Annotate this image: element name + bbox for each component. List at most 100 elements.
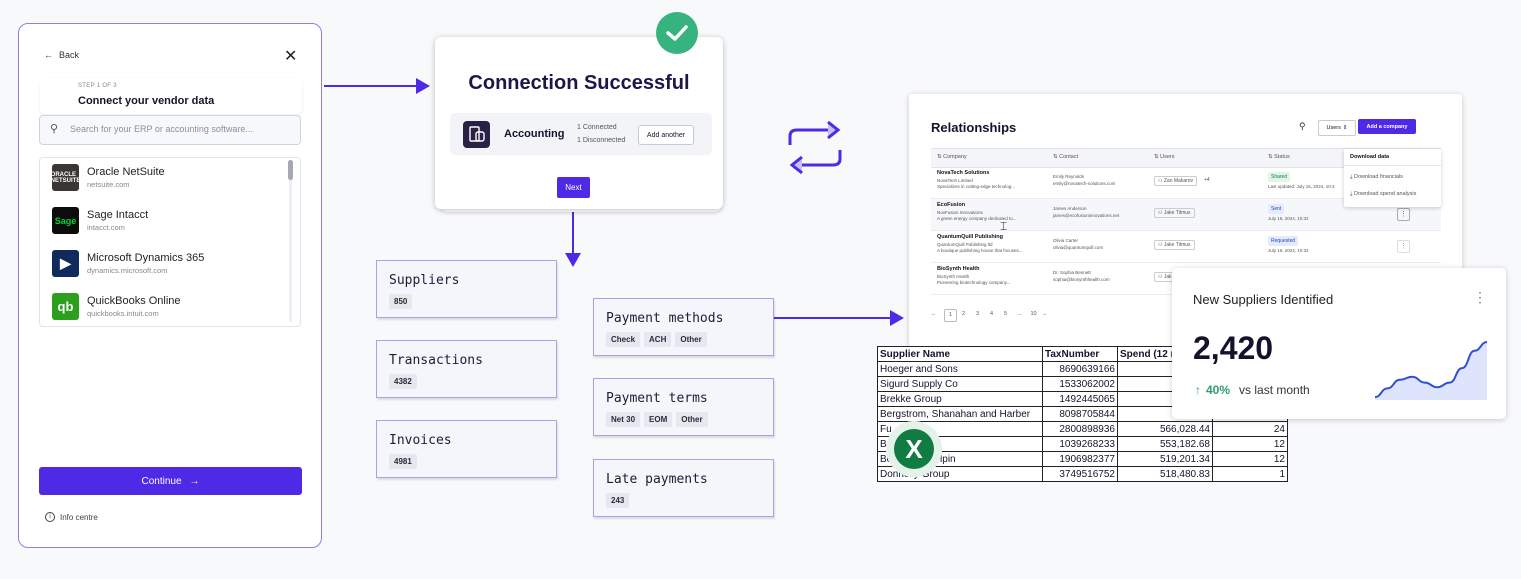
erp-name: Sage Intacct [87,209,149,221]
row-menu-button[interactable]: ⋮ [1397,240,1410,253]
late-payments-title: Late payments [606,472,708,487]
page-ellipsis[interactable]: ... [1017,311,1022,317]
accounting-label: Accounting [504,128,565,140]
page-3[interactable]: 3 [975,311,980,317]
disconnected-count: 1 Disconnected [577,137,626,144]
late-payments-chips: 243 [606,493,630,508]
row-date: July 16, 2024, 10:32 [1268,248,1309,253]
sheet-cell: 519,201.34 [1117,451,1213,467]
page-2[interactable]: 2 [961,311,966,317]
erp-item[interactable]: Sage Sage Intacct intacct.com [52,207,282,237]
user-chip[interactable]: ⚇ Jake Titmus [1154,240,1195,250]
erp-logo-icon: Sage [52,207,79,234]
sheet-cell: 518,480.83 [1117,466,1213,482]
user-chip[interactable]: ⚇ Zan Makarov [1154,176,1198,186]
erp-url: quickbooks.intuit.com [87,309,159,318]
erp-logo-icon: ▶ [52,250,79,277]
count-chip: Net 30 [606,412,641,427]
search-input[interactable] [39,115,301,145]
row-menu-button[interactable]: ⋮ [1397,208,1410,221]
invoices-box: Invoices 4981 [376,420,557,478]
row-contact: Olivia Carter [1053,238,1079,243]
column-header[interactable]: ⇅ Contact [1053,154,1079,160]
add-another-button[interactable]: Add another [638,125,694,145]
search-placeholder: Search for your ERP or accounting softwa… [70,124,253,134]
row-company: NovaTech Solutions [937,170,990,176]
row-desc: A green energy company dedicated to... [937,216,1017,221]
row-contact: Emily Reynolds [1053,174,1085,179]
invoices-title: Invoices [389,433,452,448]
erp-url: netsuite.com [87,180,130,189]
user-extra: +4 [1204,177,1210,183]
row-email: sophia@biosynthhealth.com [1053,277,1110,282]
sheet-cell: 566,028.44 [1117,421,1213,437]
row-divider [931,230,1441,231]
page-5[interactable]: 5 [1003,311,1008,317]
back-button[interactable]: ← Back [44,50,79,60]
erp-url: intacct.com [87,223,125,232]
sync-icon [788,120,842,175]
page-4[interactable]: 4 [989,311,994,317]
status-badge: Sent [1268,204,1285,214]
scrollbar-thumb[interactable] [288,160,293,180]
page-1[interactable]: 1 [944,309,957,322]
sheet-cell: Sigurd Supply Co [877,376,1043,392]
page-10[interactable]: 10 [1030,311,1037,317]
status-badge: Shared [1268,172,1291,182]
users-filter[interactable]: Users⇕ [1318,120,1356,136]
next-button[interactable]: Next [557,177,590,198]
erp-name: QuickBooks Online [87,295,181,307]
sheet-cell: Hoeger and Sons [877,361,1043,377]
arrow-right-icon: → [189,475,200,487]
row-sub: QuantumQuill Publishing ltd [937,242,993,247]
count-chip: Check [606,332,641,347]
download-financials-label: Download financials [1353,174,1403,180]
more-options-icon[interactable]: ⋮ [1473,289,1487,305]
new-suppliers-value: 2,420 [1193,330,1274,366]
add-company-button[interactable]: Add a company [1358,119,1416,134]
arrow-left-icon: ← [44,50,53,60]
trend-sparkline [1374,341,1488,400]
column-header[interactable]: ⇅ Company [937,154,967,160]
next-page-icon[interactable]: → [1042,311,1048,317]
row-email: olivia@quantumquill.com [1053,245,1104,250]
sparkline-line [1374,341,1488,399]
download-icon: ⤓ [1350,191,1353,197]
erp-logo-icon: ORACLE NETSUITE [51,164,80,191]
sheet-cell: 2800898936 [1042,421,1118,437]
column-header[interactable]: ⇅ Users [1154,154,1175,160]
info-centre-link[interactable]: i Info centre [45,512,98,522]
column-header[interactable]: ⇅ Status [1268,154,1290,160]
invoices-chips: 4981 [389,454,417,469]
row-company: EcoFusion [937,202,966,208]
row-desc: Specializes in cutting-edge technolog... [937,184,1016,189]
sheet-header-cell: Supplier Name [877,346,1043,362]
row-company: BioSynth Health [937,266,980,272]
sheet-cell: 553,182.68 [1117,436,1213,452]
user-chip[interactable]: ⚇ Jake Titmus [1154,208,1195,218]
step-indicator: STEP 1 OF 3 [78,83,117,89]
text-cursor-icon: ⌶ [1000,219,1008,233]
sheet-cell: 1 [1212,466,1288,482]
info-label: Info centre [60,512,98,522]
new-suppliers-title: New Suppliers Identified [1193,292,1334,307]
search-icon[interactable]: ⚲ [1299,121,1306,131]
row-desc: Pioneering biotechnology company... [937,280,1011,285]
info-icon: i [45,512,55,522]
close-icon[interactable]: ✕ [284,48,298,65]
row-date: Last updated: July 16, 2024, 10:3 [1268,184,1335,189]
connected-count: 1 Connected [577,124,617,131]
sheet-cell: Brekke Group [877,391,1043,407]
continue-button[interactable]: Continue → [39,467,302,495]
prev-page-icon[interactable]: ← [931,311,937,317]
count-chip: 4981 [389,454,417,469]
download-spend-item[interactable]: ⤓ Download spend analysis [1350,191,1416,198]
download-financials-item[interactable]: ⤓ Download financials [1350,174,1403,181]
row-email: emily@novatech-solutions.com [1053,181,1116,186]
